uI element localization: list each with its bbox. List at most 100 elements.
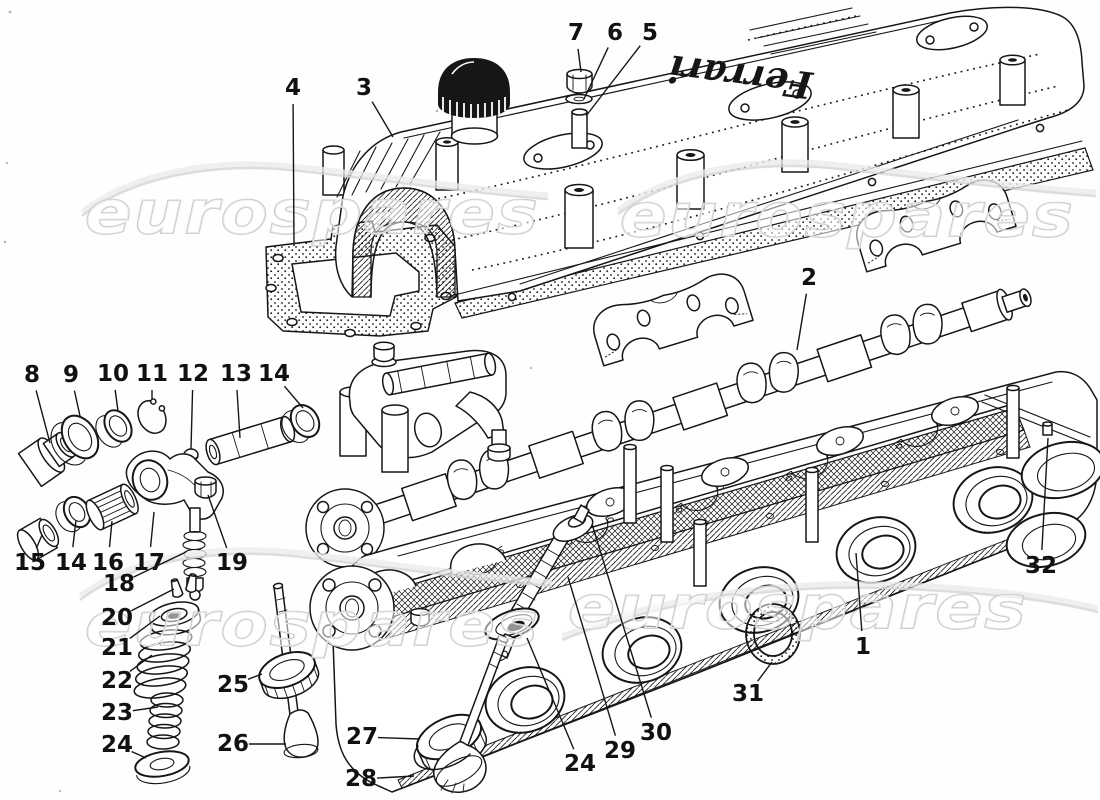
part-number-23-23: 23 <box>101 700 133 726</box>
watermark-top-right: eurospares <box>616 159 1097 252</box>
callout-leader-14-13 <box>283 385 304 409</box>
pedestal-adjuster-bolt <box>487 429 511 462</box>
callout-leader-22-22 <box>129 654 153 673</box>
cover-script-ribs <box>749 7 877 55</box>
part-number-10-9: 10 <box>97 361 129 387</box>
callout-leader-9-8 <box>73 390 81 417</box>
callout-leader-25-25 <box>247 673 263 680</box>
part-number-19-19: 19 <box>216 550 248 576</box>
callout-leader-14-15 <box>72 519 77 548</box>
callout-leader-24-24 <box>131 750 147 759</box>
part-number-14-13: 14 <box>258 361 290 387</box>
part-number-12-11: 12 <box>177 361 209 387</box>
spring-seat-washer-24 <box>134 750 191 785</box>
head-studs <box>623 384 1020 587</box>
callout-leader-12-11 <box>190 389 194 450</box>
callout-leader-29-30 <box>567 576 617 736</box>
part-number-14-15: 14 <box>55 550 87 576</box>
part-number-3-2: 3 <box>356 75 372 101</box>
rocker-shaft-13 <box>205 415 296 466</box>
watermark-text: eurospares <box>85 178 540 248</box>
valve-keepers-20 <box>170 573 197 598</box>
part-number-1-0: 1 <box>855 634 871 660</box>
o-ring <box>745 603 801 665</box>
head-intake-flanges <box>1005 440 1100 569</box>
part-number-15-14: 15 <box>14 550 46 576</box>
cam-bearing-cap-left <box>593 273 754 367</box>
inner-valve-spring-23 <box>146 692 184 750</box>
callout-leader-30-31 <box>591 523 652 718</box>
callout-leader-15-14 <box>35 534 43 549</box>
ring-27-front-rim <box>413 745 471 771</box>
watermark-layer: eurospares eurospares eurospares eurospa… <box>78 159 1099 661</box>
part-number-8-7: 8 <box>24 362 40 388</box>
part-number-30-31: 30 <box>640 720 672 746</box>
callout-leader-7-6 <box>577 48 582 73</box>
callout-leader-31-32 <box>757 661 773 682</box>
part-number-11-10: 11 <box>136 361 168 387</box>
stud-nut <box>566 68 593 94</box>
callout-leader-18-18 <box>133 551 187 578</box>
part-number-24-29: 24 <box>564 751 596 777</box>
callout-leader-10-9 <box>114 389 119 412</box>
circlip-11 <box>137 398 167 434</box>
callout-leader-23-23 <box>132 706 159 712</box>
outer-valve-spring-22 <box>133 629 193 699</box>
part-number-24-24: 24 <box>101 732 133 758</box>
pedestal-top-bolt <box>371 341 397 368</box>
spring-retainer-21 <box>148 601 202 636</box>
rail-hex-bolt <box>410 607 430 627</box>
callout-leader-16-16 <box>108 520 113 548</box>
callout-leader-17-17 <box>149 511 155 548</box>
splined-bushing-16 <box>85 483 139 531</box>
watermark-top-left: eurospares <box>80 161 549 249</box>
callout-leader-6-5 <box>583 47 609 100</box>
callout-leader-13-12 <box>236 389 241 439</box>
deck-pockets <box>585 395 980 518</box>
scan-specks <box>3 10 533 793</box>
callout-leader-20-20 <box>130 588 175 612</box>
cover-studs <box>435 54 1026 249</box>
washer-14-upper <box>281 404 321 444</box>
watermark-text: eurospares <box>85 590 540 660</box>
oil-filler-cap <box>438 58 510 145</box>
ring-9 <box>50 414 100 466</box>
part-number-27-27: 27 <box>346 724 378 750</box>
part-number-2-1: 2 <box>801 265 817 291</box>
part-number-20-20: 20 <box>101 605 133 631</box>
part-number-32-33: 32 <box>1025 553 1057 579</box>
part-number-26-26: 26 <box>217 731 249 757</box>
cover-stud-small <box>571 108 588 149</box>
stud-washer <box>565 93 593 105</box>
callout-leader-21-21 <box>129 615 161 640</box>
watermark-text: eurospares <box>568 573 1028 643</box>
callout-leader-4-3 <box>292 103 295 247</box>
part-number-29-30: 29 <box>604 738 636 764</box>
part-number-22-22: 22 <box>101 668 133 694</box>
part-number-9-8: 9 <box>63 362 79 388</box>
head-corner-bolt <box>1042 421 1053 436</box>
rocker-shaft-installed <box>381 352 497 396</box>
watermark-bottom-right: eurospares <box>561 572 1099 644</box>
watermark-bottom-left: eurospares <box>78 547 553 661</box>
callout-leader-27-27 <box>377 736 421 740</box>
rocker-arm-17 <box>125 450 224 520</box>
callout-leader-32-33 <box>1041 437 1049 551</box>
part-number-16-16: 16 <box>92 550 124 576</box>
head-front-flange <box>309 565 395 651</box>
part-number-17-17: 17 <box>133 550 165 576</box>
callout-leader-1-0 <box>855 552 863 632</box>
part-number-4-3: 4 <box>285 75 301 101</box>
bushing-15 <box>16 517 60 561</box>
callout-leader-2-1 <box>796 293 808 351</box>
cam-bearing-cap-right <box>856 179 1017 273</box>
camshaft-front-flange <box>305 488 385 568</box>
cap-knurling <box>442 97 506 118</box>
valve-28 <box>433 634 509 794</box>
cover-arch-face <box>352 187 456 298</box>
callout-leader-19-19 <box>207 494 228 549</box>
cylinder-head <box>309 370 1100 793</box>
ring-10 <box>95 409 133 448</box>
